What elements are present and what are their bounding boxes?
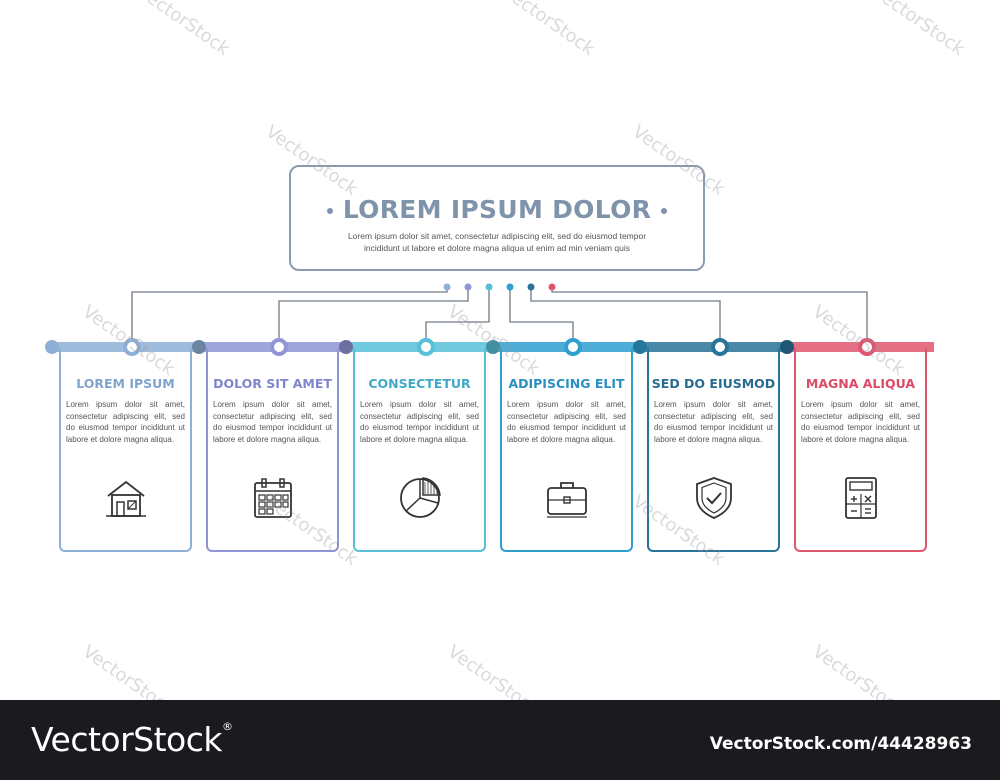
connector-dot <box>548 283 556 291</box>
card-title: MAGNA ALIQUA <box>805 376 916 391</box>
card-bar-dot <box>339 340 353 354</box>
title-dot-left <box>326 208 333 214</box>
card-frame <box>353 348 486 552</box>
card-title: LOREM IPSUM <box>76 376 175 391</box>
connector-line <box>278 287 469 348</box>
card-connector-node <box>417 338 435 356</box>
card-description: Lorem ipsum dolor sit amet, consectetur … <box>213 400 332 444</box>
calendar-icon <box>249 474 297 522</box>
main-description: Lorem ipsum dolor sit amet, consectetur … <box>347 231 647 253</box>
briefcase-icon <box>543 474 591 522</box>
card-connector-node <box>564 338 582 356</box>
card-frame <box>206 348 339 552</box>
card-bar-dot <box>633 340 647 354</box>
footer-logo-text: VectorStock <box>31 720 223 759</box>
infographic: LOREM IPSUM DOLOR Lorem ipsum dolor sit … <box>45 0 969 720</box>
connector-dot <box>485 283 493 291</box>
footer-image-id: VectorStock.com/44428963 <box>709 734 972 754</box>
calculator-icon <box>837 474 885 522</box>
card-connector-node <box>123 338 141 356</box>
card-bar-dot <box>45 340 59 354</box>
card-frame <box>59 348 192 552</box>
title-dot-right <box>661 208 668 214</box>
pie-chart-icon <box>396 474 444 522</box>
step-card: MAGNA ALIQUA Lorem ipsum dolor sit amet, … <box>780 338 934 552</box>
connector-dot <box>506 283 514 291</box>
step-card: ADIPISCING ELIT Lorem ipsum dolor sit ame… <box>486 338 640 552</box>
card-description: Lorem ipsum dolor sit amet, consectetur … <box>507 400 626 444</box>
step-card: SED DO EIUSMOD Lorem ipsum dolor sit amet… <box>633 338 787 552</box>
footer-logo: VectorStock® <box>31 720 233 759</box>
card-title: SED DO EIUSMOD <box>651 376 776 391</box>
connector-dot <box>443 283 451 291</box>
main-title-box: LOREM IPSUM DOLOR Lorem ipsum dolor sit … <box>289 165 705 271</box>
card-connector-node <box>858 338 876 356</box>
card-title: ADIPISCING ELIT <box>508 376 625 391</box>
card-frame <box>500 348 633 552</box>
footer-registered-mark: ® <box>222 720 233 733</box>
shield-check-icon <box>690 474 738 522</box>
step-card: LOREM IPSUM Lorem ipsum dolor sit amet, c… <box>45 338 199 552</box>
card-connector-node <box>270 338 288 356</box>
connector-line <box>530 287 721 348</box>
card-title: CONSECTETUR <box>368 376 471 391</box>
connector-line <box>425 287 490 348</box>
card-bar-dot <box>192 340 206 354</box>
card-bar-dot <box>486 340 500 354</box>
step-card: DOLOR SIT AMET Lorem ipsum dolor sit amet… <box>192 338 346 552</box>
card-connector-node <box>711 338 729 356</box>
house-icon <box>102 474 150 522</box>
card-bar-dot <box>780 340 794 354</box>
card-description: Lorem ipsum dolor sit amet, consectetur … <box>360 400 479 444</box>
card-description: Lorem ipsum dolor sit amet, consectetur … <box>801 400 920 444</box>
card-title: DOLOR SIT AMET <box>213 376 332 391</box>
connector-dot <box>464 283 472 291</box>
connector-line <box>509 287 574 348</box>
connector-line <box>131 287 448 348</box>
card-description: Lorem ipsum dolor sit amet, consectetur … <box>66 400 185 444</box>
card-description: Lorem ipsum dolor sit amet, consectetur … <box>654 400 773 444</box>
step-card: CONSECTETUR Lorem ipsum dolor sit amet, c… <box>339 338 493 552</box>
connector-lines <box>131 283 868 348</box>
footer-bar: VectorStock® VectorStock.com/44428963 <box>0 700 1000 780</box>
main-title-text: LOREM IPSUM DOLOR <box>342 195 652 224</box>
main-title: LOREM IPSUM DOLOR <box>291 195 703 224</box>
connector-dot <box>527 283 535 291</box>
